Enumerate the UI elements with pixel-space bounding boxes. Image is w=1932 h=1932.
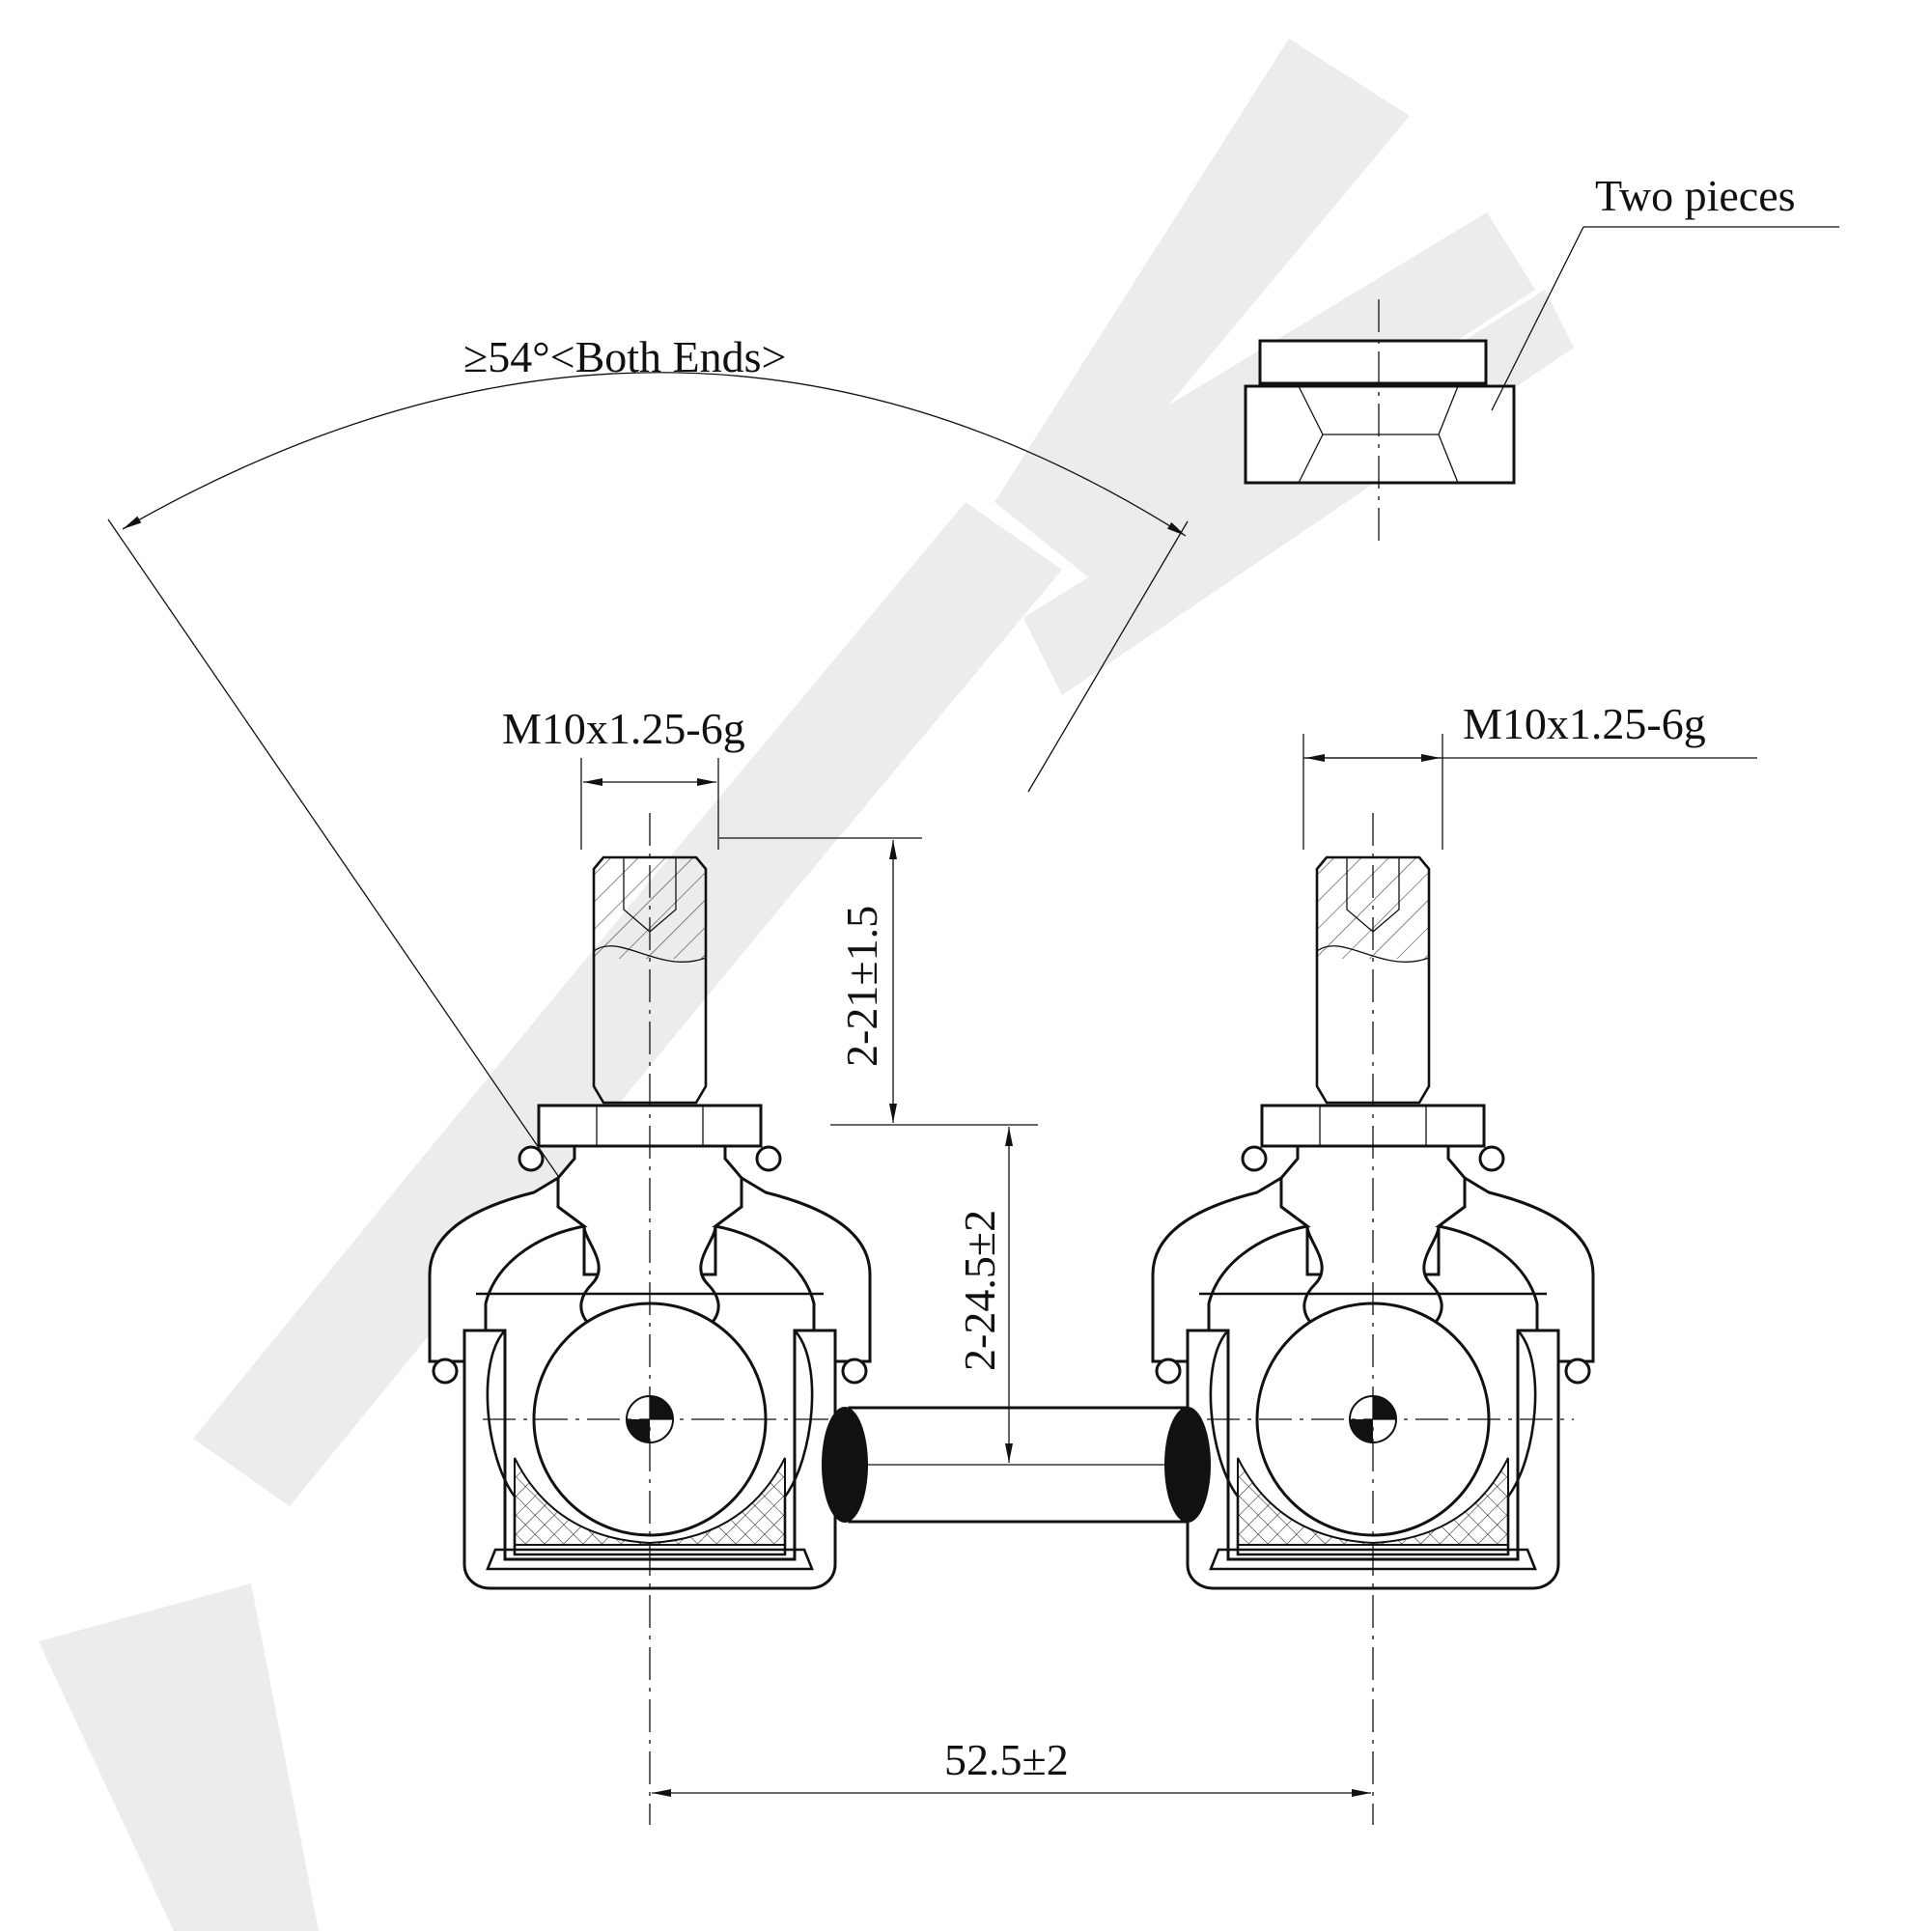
stud-height-label: 2-24.5±2 bbox=[955, 1210, 1004, 1371]
thread-label-right: M10x1.25-6g bbox=[1463, 699, 1706, 748]
right-ball-joint bbox=[1151, 813, 1595, 1825]
center-distance-label: 52.5±2 bbox=[944, 1735, 1069, 1784]
nut-note: Two pieces bbox=[1595, 171, 1796, 220]
stud-length-label: 2-21±1.5 bbox=[837, 906, 886, 1067]
left-ball-joint bbox=[428, 813, 872, 1825]
thread-dimension-right: M10x1.25-6g bbox=[1302, 699, 1757, 850]
angle-label: ≥54°<Both Ends> bbox=[463, 332, 787, 381]
stud-height-dimension: 2-24.5±2 bbox=[922, 1124, 1038, 1463]
stud-length-dimension: 2-21±1.5 bbox=[719, 837, 922, 1126]
thread-label-left: M10x1.25-6g bbox=[502, 704, 745, 753]
thread-dimension-left: M10x1.25-6g bbox=[502, 704, 745, 850]
angle-dimension: ≥54°<Both Ends> bbox=[107, 332, 1189, 1208]
center-distance-dimension: 52.5±2 bbox=[652, 1735, 1371, 1797]
connecting-bar bbox=[822, 1406, 1211, 1524]
nut-drawing: Two pieces bbox=[1244, 171, 1839, 541]
watermark bbox=[39, 39, 1574, 1931]
